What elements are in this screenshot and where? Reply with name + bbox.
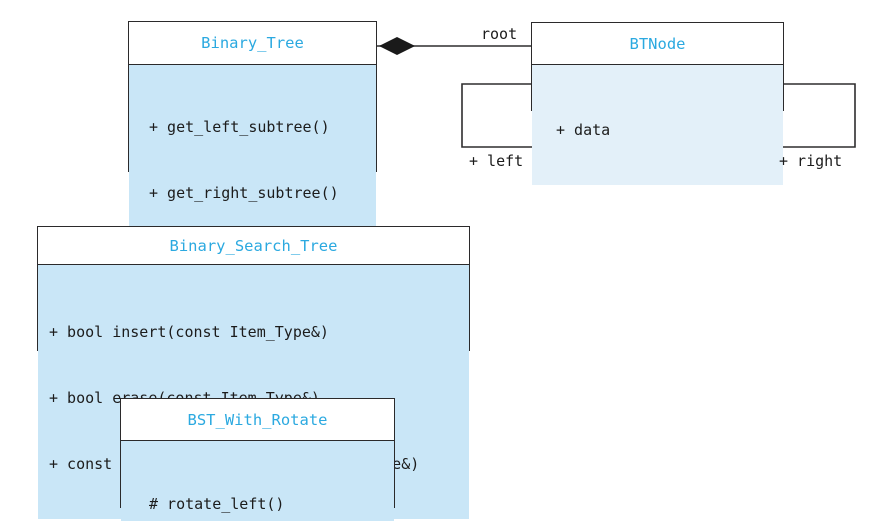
label-right: + right [779,152,843,170]
label-left: + left [469,152,524,170]
class-name-btnode: BTNode [532,23,783,65]
member-line: + get_left_subtree() [149,118,330,136]
class-name-bst-with-rotate: BST_With_Rotate [121,399,394,441]
class-box-binary-tree: Binary_Tree + get_left_subtree() + get_r… [128,21,377,380]
member-line: + bool insert(const Item_Type&) [49,323,329,341]
class-box-bst-with-rotate: BST_With_Rotate # rotate_left() # rotate… [120,398,395,521]
member-line: # rotate_left() [149,495,285,513]
member-line: + data [556,121,611,139]
class-members-bst-with-rotate: # rotate_left() # rotate_right() [121,441,394,521]
composition-diamond-icon [378,36,416,56]
class-members-btnode: + data [532,65,783,185]
label-root: root [481,25,518,43]
class-box-btnode: BTNode + data [531,22,784,185]
class-box-binary-search-tree: Binary_Search_Tree + bool insert(const I… [37,226,470,519]
class-name-binary-tree: Binary_Tree [129,22,376,65]
class-name-binary-search-tree: Binary_Search_Tree [38,227,469,265]
member-line: + get_right_subtree() [149,184,339,202]
